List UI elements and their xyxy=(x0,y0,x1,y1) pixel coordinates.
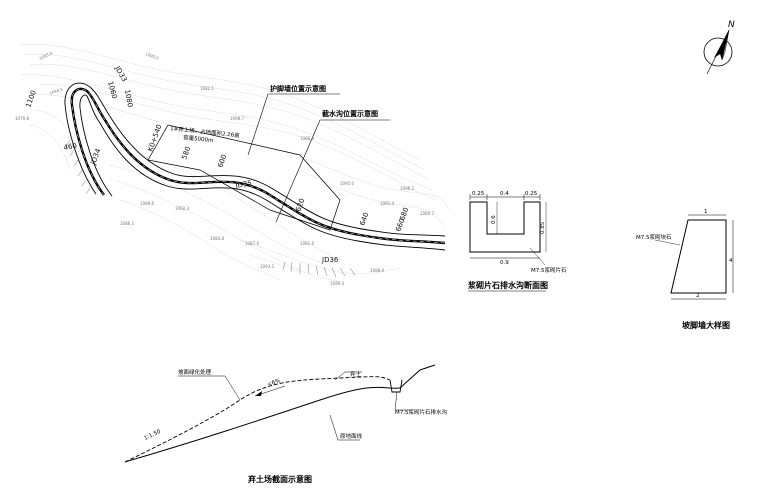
svg-text:1094.5: 1094.5 xyxy=(49,86,64,96)
slope-hatching xyxy=(65,139,356,278)
svg-text:1098.7: 1098.7 xyxy=(230,116,244,121)
label-ditch: M7.5浆砌片石排水沟 xyxy=(395,408,447,416)
svg-text:1099.4: 1099.4 xyxy=(330,281,344,286)
ditch-material: M7.5浆砌片石 xyxy=(531,266,567,274)
wall-material: M7.5浆砌块石 xyxy=(636,233,672,241)
contour-elevations: 1083.0 1090.0 1082.1 1098.7 1088.3 1095.… xyxy=(15,50,434,286)
station-label: 1100 xyxy=(24,89,38,108)
station-label: 1060 xyxy=(106,80,118,99)
station-label: JD34 xyxy=(89,147,103,167)
wall-dim-top: 1 xyxy=(704,209,708,215)
north-label: N xyxy=(728,20,735,30)
svg-text:1090.0: 1090.0 xyxy=(145,51,160,61)
svg-text:1085.4: 1085.4 xyxy=(380,201,394,206)
wall-detail: 1 2 4 M7.5浆砌块石 坡脚墙大样图 xyxy=(636,209,734,330)
station-label: 680 xyxy=(398,206,410,221)
svg-text:1079.8: 1079.8 xyxy=(15,116,29,121)
north-arrow-icon: N xyxy=(703,20,735,75)
spoil-section: <6% 坡面绿化处理 弃土 M7.5浆砌片石排水沟 原地面线 1:1.50 弃土… xyxy=(124,364,447,484)
svg-text:1089.6: 1089.6 xyxy=(140,201,154,206)
station-label: JD36 xyxy=(321,256,339,264)
label-ground: 原地面线 xyxy=(340,432,363,440)
road-alignment xyxy=(64,82,446,251)
station-label: 620 xyxy=(294,197,306,212)
dim-top-left: 0.25 xyxy=(472,191,485,197)
svg-text:1095.0: 1095.0 xyxy=(340,181,354,186)
svg-text:1082.1: 1082.1 xyxy=(200,86,214,91)
dim-top-mid: 0.4 xyxy=(500,191,509,197)
retaining-wall-leader xyxy=(247,93,340,156)
spoil-section-title: 弃土场截面示意图 xyxy=(248,474,312,484)
station-label: 580 xyxy=(180,145,192,160)
station-label: K0+540 xyxy=(146,123,163,152)
svg-text:1083.0: 1083.0 xyxy=(38,50,53,61)
station-label: 600 xyxy=(216,153,228,168)
grade-label: <6% xyxy=(267,378,282,388)
svg-text:1081.6: 1081.6 xyxy=(300,241,314,246)
station-label: JD35 xyxy=(234,179,253,190)
ditch-section-title: 浆砌片石排水沟断面图 xyxy=(467,280,548,290)
spoil-note-2: 容量5000m xyxy=(183,133,214,144)
station-label: JD33 xyxy=(113,64,129,83)
label-greening: 坡面绿化处理 xyxy=(178,368,212,376)
svg-text:1080.7: 1080.7 xyxy=(420,211,434,216)
plan-map: 护脚墙位置示意图 截水沟位置示意图 1#弃土场，占地面积2.26亩 容量5000… xyxy=(15,44,451,286)
svg-text:1088.3: 1088.3 xyxy=(300,136,314,141)
station-label: 1080 xyxy=(123,89,134,108)
label-slope: 1:1.50 xyxy=(143,429,162,442)
intercept-ditch-leader xyxy=(275,119,390,223)
dim-bottom: 0.9 xyxy=(500,260,509,266)
spoil-area-outline xyxy=(147,124,341,231)
label-retaining-wall: 护脚墙位置示意图 xyxy=(270,84,326,93)
label-spoil: 弃土 xyxy=(350,370,362,378)
dim-total-depth: 0.85 xyxy=(540,221,546,234)
wall-dim-height: 4 xyxy=(729,258,733,264)
svg-text:1096.2: 1096.2 xyxy=(400,186,414,191)
svg-text:1093.2: 1093.2 xyxy=(260,264,274,269)
svg-text:1088.9: 1088.9 xyxy=(370,268,384,273)
station-label: 640 xyxy=(358,211,370,226)
label-intercept-ditch: 截水沟位置示意图 xyxy=(322,109,378,118)
svg-text:1087.0: 1087.0 xyxy=(245,241,259,246)
dim-inner-depth: 0.6 xyxy=(491,215,497,224)
dim-top-right: 0.25 xyxy=(525,191,538,197)
wall-detail-title: 坡脚墙大样图 xyxy=(682,320,730,330)
contour-lines xyxy=(19,44,451,283)
wall-dim-bottom: 2 xyxy=(696,293,700,299)
svg-text:1092.3: 1092.3 xyxy=(175,206,189,211)
svg-text:1086.1: 1086.1 xyxy=(120,221,134,226)
station-label: 460 xyxy=(63,142,78,152)
ditch-section: 0.25 0.4 0.25 0.6 0.85 0.9 M7.5浆砌片石 浆砌片石… xyxy=(467,191,567,292)
svg-text:1084.8: 1084.8 xyxy=(210,236,224,241)
